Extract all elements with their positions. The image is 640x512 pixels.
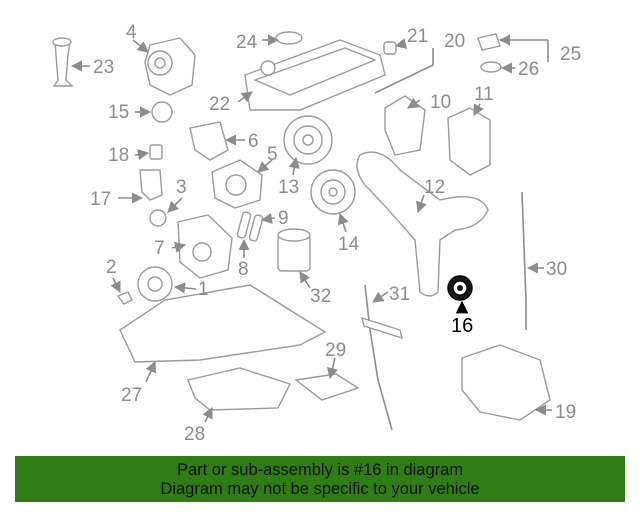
part-9-gasket[interactable] [248, 214, 264, 242]
banner-line-1: Part or sub-assembly is #16 in diagram [176, 461, 464, 479]
callout-22: 22 [209, 94, 230, 115]
callout-9: 9 [278, 208, 289, 229]
part-19-block[interactable] [461, 344, 551, 421]
callout-28: 28 [184, 424, 205, 445]
callout-19: 19 [555, 402, 576, 423]
part-21-plug[interactable] [383, 41, 397, 55]
parts-diagram: 23 4 24 21 20 25 26 15 22 6 10 11 18 5 1… [52, 22, 581, 445]
part-18-fitting[interactable] [149, 144, 163, 160]
part-13-cam-pulley[interactable] [283, 115, 333, 165]
part-1-crank-pulley[interactable] [137, 266, 173, 302]
callout-11: 11 [474, 84, 494, 105]
callout-23: 23 [93, 57, 114, 78]
part-12-timing-belt[interactable] [356, 151, 489, 297]
callout-20: 20 [444, 31, 465, 52]
part-23-oil-filler-neck[interactable] [52, 37, 74, 87]
part-14-cam-pulley[interactable] [310, 169, 356, 215]
part-30-dipstick[interactable] [521, 191, 527, 330]
part-8-gasket[interactable] [236, 211, 252, 239]
callout-10: 10 [430, 92, 451, 113]
callout-18: 18 [108, 145, 129, 166]
callout-26: 26 [518, 59, 539, 80]
callout-13: 13 [278, 177, 299, 198]
part-32-oil-filter[interactable] [277, 228, 311, 272]
part-31-dipstick-tube[interactable] [364, 284, 393, 431]
part-25-oil-cap[interactable] [477, 33, 501, 51]
part-2-bolt[interactable] [116, 291, 133, 305]
callout-12: 12 [424, 177, 445, 198]
callout-27: 27 [121, 385, 142, 406]
callout-15: 15 [108, 102, 129, 123]
callout-25: 25 [560, 44, 581, 65]
callout-labels: 23 4 24 21 20 25 26 15 22 6 10 11 18 5 1… [90, 22, 581, 445]
callout-31: 31 [389, 284, 410, 305]
part-5-water-pump[interactable] [211, 159, 263, 209]
callout-29: 29 [325, 340, 346, 361]
part-20-valve-cover[interactable] [244, 39, 386, 111]
callout-2: 2 [106, 257, 117, 278]
part-11-timing-cover[interactable] [447, 107, 491, 176]
callout-6: 6 [248, 131, 259, 152]
callout-1: 1 [198, 279, 209, 300]
banner-line-2: Diagram may not be specific to your vehi… [160, 480, 480, 498]
part-7-oil-pump[interactable] [177, 214, 233, 279]
part-4-housing[interactable] [144, 37, 196, 96]
callout-14: 14 [338, 234, 360, 255]
callout-30: 30 [546, 259, 567, 280]
part-10-timing-cover[interactable] [384, 95, 426, 156]
part-15-seal[interactable] [151, 101, 173, 123]
info-banner: Part or sub-assembly is #16 in diagram D… [15, 456, 625, 502]
part-6-bracket[interactable] [189, 121, 229, 161]
callout-4: 4 [126, 22, 137, 43]
callout-16: 16 [451, 315, 473, 337]
callout-3: 3 [176, 177, 187, 198]
callout-32: 32 [310, 286, 331, 307]
leader-lines [70, 34, 552, 423]
part-29-baffle[interactable] [294, 373, 360, 401]
part-26-washer[interactable] [480, 61, 502, 73]
part-24-gasket[interactable] [275, 31, 303, 45]
part-3-idler[interactable] [149, 209, 167, 227]
callout-21: 21 [407, 26, 428, 47]
callout-7: 7 [154, 238, 165, 259]
callout-24: 24 [236, 32, 258, 53]
callout-8: 8 [238, 259, 249, 280]
callout-5: 5 [267, 144, 278, 165]
part-16-idler-pulley[interactable] [447, 275, 473, 301]
part-28-lower-pan[interactable] [187, 367, 291, 411]
part-17-sensor[interactable] [139, 169, 163, 201]
callout-17: 17 [90, 189, 111, 210]
